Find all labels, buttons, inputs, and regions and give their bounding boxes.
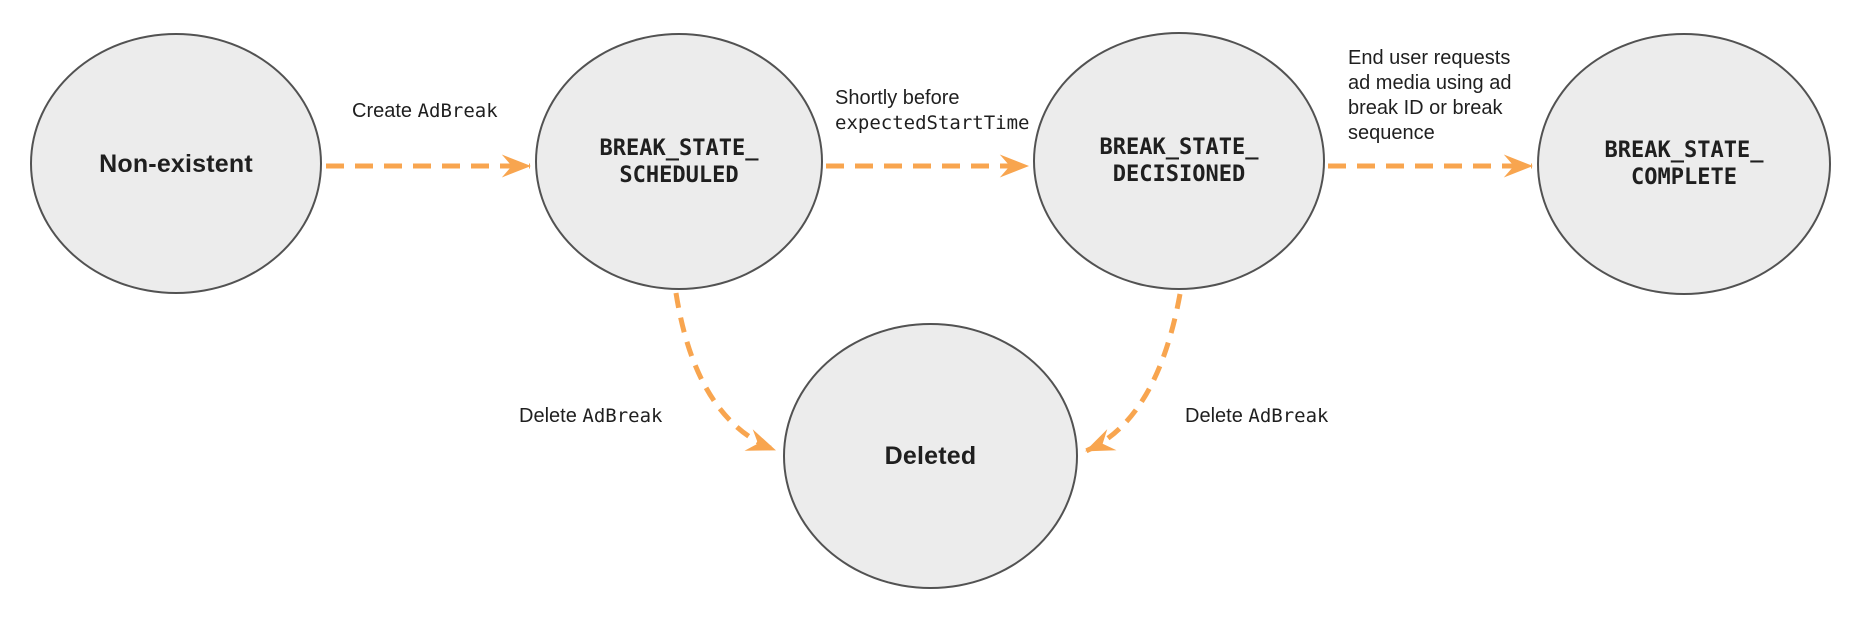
edge-label-shortly-before: Shortly before expectedStartTime xyxy=(835,86,1029,136)
node-label-line1: BREAK_STATE_ xyxy=(1099,135,1259,160)
edge-label-text: Delete xyxy=(1185,405,1243,427)
edge-label-create-adbreak: Create AdBreak xyxy=(352,99,498,124)
node-label-line2: DECISIONED xyxy=(1112,162,1246,187)
node-label-line1: BREAK_STATE_ xyxy=(599,135,759,161)
edge-label-line: End user requests xyxy=(1348,47,1511,69)
node-non-existent: Non-existent xyxy=(30,33,322,294)
edge-label-line: break ID or break xyxy=(1348,97,1503,119)
edge-label-line: ad media using ad xyxy=(1348,72,1512,94)
arrow-delete-decisioned xyxy=(1084,293,1183,454)
node-deleted: Deleted xyxy=(783,323,1078,589)
edge-label-line: sequence xyxy=(1348,122,1435,144)
arrow-delete-scheduled xyxy=(673,292,776,453)
node-label-line2: SCHEDULED xyxy=(619,162,739,188)
node-break-state-scheduled-label: BREAK_STATE_ SCHEDULED xyxy=(600,135,759,189)
node-break-state-decisioned: BREAK_STATE_ DECISIONED xyxy=(1033,32,1325,290)
edge-label-code: AdBreak xyxy=(1248,405,1329,427)
node-label-line2: COMPLETE xyxy=(1631,165,1737,190)
edge-label-delete-adbreak-left: Delete AdBreak xyxy=(519,404,662,429)
node-break-state-complete-label: BREAK_STATE_ COMPLETE xyxy=(1605,137,1764,191)
edge-label-text: Shortly before xyxy=(835,87,960,109)
edge-label-delete-adbreak-right: Delete AdBreak xyxy=(1185,404,1328,429)
edge-label-text: Create xyxy=(352,100,413,122)
node-label-line1: BREAK_STATE_ xyxy=(1604,138,1764,163)
node-non-existent-label: Non-existent xyxy=(99,149,253,178)
node-break-state-complete: BREAK_STATE_ COMPLETE xyxy=(1537,33,1831,295)
edge-label-code: AdBreak xyxy=(582,405,663,427)
edge-label-code: expectedStartTime xyxy=(835,112,1030,134)
node-deleted-label: Deleted xyxy=(884,442,977,470)
edge-label-text: Delete xyxy=(519,405,577,427)
edge-label-end-user-request: End user requests ad media using ad brea… xyxy=(1348,46,1511,146)
edge-label-code: AdBreak xyxy=(417,100,498,122)
node-break-state-decisioned-label: BREAK_STATE_ DECISIONED xyxy=(1100,134,1259,188)
node-break-state-scheduled: BREAK_STATE_ SCHEDULED xyxy=(535,33,823,290)
